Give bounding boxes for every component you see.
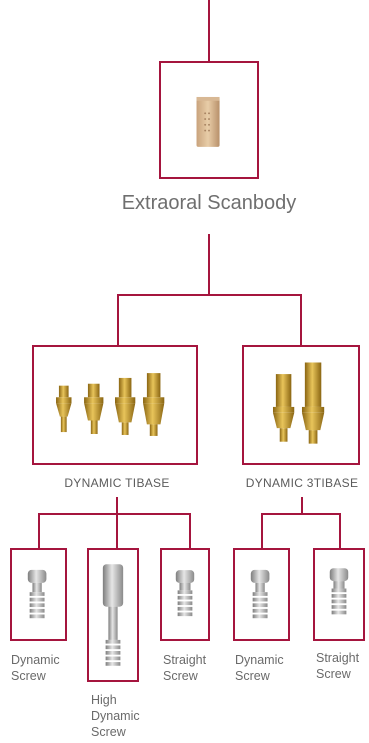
connector-right-stem	[301, 497, 303, 515]
tibase-box	[32, 345, 198, 465]
connector-mid-bar	[117, 294, 302, 296]
child-label-right-2-line2: Screw	[316, 667, 351, 681]
3tibase-set-icon	[272, 362, 325, 444]
child-label-right-2-line1: Straight	[316, 651, 360, 665]
child-label-left-2: High Dynamic Screw	[91, 692, 161, 740]
tibase-label: DYNAMIC TIBASE	[64, 476, 170, 490]
child-label-left-2-line3: Screw	[91, 725, 126, 739]
child-label-right-1: Dynamic Screw	[235, 652, 305, 684]
child-label-left-3: Straight Screw	[163, 652, 233, 684]
connector-left-drop	[117, 294, 119, 346]
connector-right-drop	[300, 294, 302, 346]
scanbody-label: Extraoral Scanbody	[121, 192, 297, 214]
high-dynamic-screw-box	[87, 548, 139, 682]
child-label-left-1-line2: Screw	[11, 669, 46, 683]
connector-right-drop-2	[339, 513, 341, 549]
dynamic-screw-icon	[250, 569, 270, 619]
straight-screw-box-right	[313, 548, 365, 641]
3tibase-box	[242, 345, 360, 465]
child-label-right-2: Straight Screw	[316, 650, 369, 682]
dynamic-screw-icon	[27, 569, 47, 619]
connector-top-stem	[208, 0, 210, 62]
child-label-right-1-line2: Screw	[235, 669, 270, 683]
dynamic-screw-box-right	[233, 548, 290, 641]
straight-screw-icon	[329, 568, 349, 615]
connector-left-drop-2	[116, 513, 118, 549]
connector-right-drop-1	[261, 513, 263, 549]
child-label-left-2-line2: Dynamic	[91, 709, 140, 723]
straight-screw-icon	[175, 570, 195, 617]
child-label-right-1-line1: Dynamic	[235, 653, 284, 667]
child-label-left-1-line1: Dynamic	[11, 653, 60, 667]
connector-left-bar	[38, 513, 191, 515]
dynamic-screw-box-left	[10, 548, 67, 641]
high-dynamic-screw-icon	[102, 564, 124, 666]
connector-left-drop-3	[189, 513, 191, 549]
child-label-left-3-line1: Straight	[163, 653, 207, 667]
child-label-left-2-line1: High	[91, 693, 117, 707]
straight-screw-box-left	[160, 548, 210, 641]
tibase-set-icon	[56, 373, 165, 436]
child-label-left-1: Dynamic Screw	[11, 652, 81, 684]
connector-left-stem	[116, 497, 118, 515]
connector-mid-stem	[208, 234, 210, 296]
child-label-left-3-line2: Screw	[163, 669, 198, 683]
scanbody-box	[159, 61, 259, 179]
connector-right-bar	[261, 513, 341, 515]
3tibase-label: DYNAMIC 3TIBASE	[245, 476, 359, 490]
connector-left-drop-1	[38, 513, 40, 549]
scanbody-icon	[196, 96, 220, 147]
